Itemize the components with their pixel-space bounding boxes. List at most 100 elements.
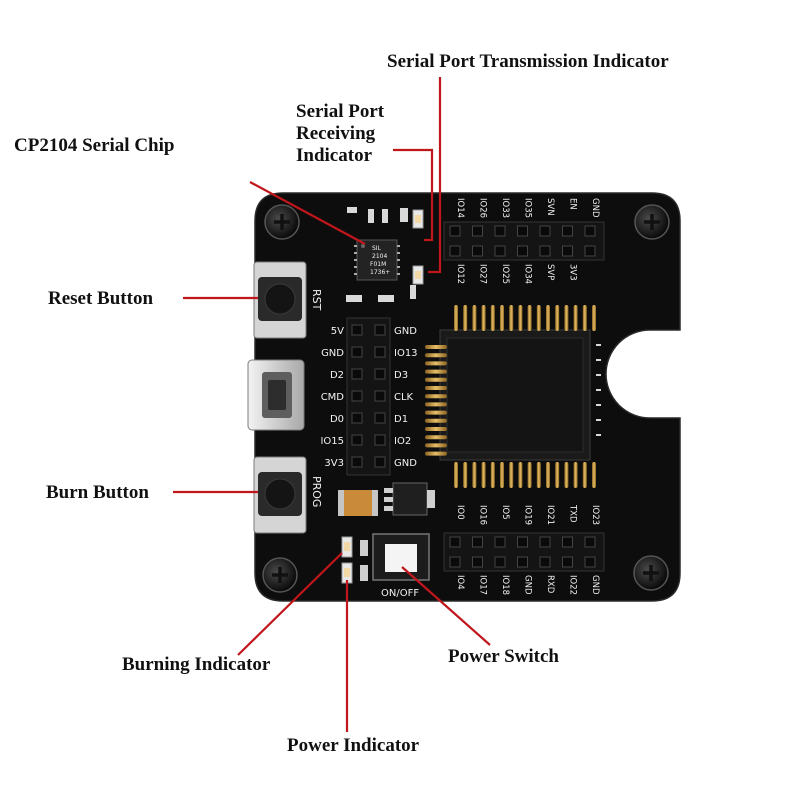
socket-pin: [490, 305, 495, 331]
callout-rx-line-3: Indicator: [296, 145, 372, 166]
prog-label: PROG: [310, 476, 323, 507]
pin-label-top-inner: 3V3: [568, 264, 578, 281]
pin-label-top-outer: IO26: [478, 198, 488, 218]
socket-pin: [425, 345, 447, 349]
pin-label-bottom-inner: IO19: [523, 505, 533, 525]
header-pin: [374, 346, 386, 358]
socket-pin: [472, 462, 477, 488]
header-pin: [494, 536, 506, 548]
header-pin: [539, 556, 551, 568]
header-pin: [562, 225, 573, 237]
chip-marking-1: SIL: [372, 245, 382, 252]
socket-pin: [454, 305, 458, 331]
header-pin: [449, 225, 461, 237]
socket-pin: [536, 305, 541, 331]
socket-pin: [527, 462, 532, 488]
callout-burning-indicator: Burning Indicator: [122, 654, 271, 675]
header-pin: [351, 434, 363, 446]
power-led: [341, 562, 353, 584]
header-pin: [494, 225, 506, 237]
header-pin: [374, 412, 386, 424]
socket-pin: [481, 305, 486, 331]
header-pin: [494, 556, 506, 568]
header-pin: [351, 368, 363, 380]
header-pin: [351, 324, 363, 336]
socket-pin: [536, 462, 541, 488]
socket-pin: [592, 462, 596, 488]
header-pin: [562, 245, 573, 257]
pin-label-top-inner: IO27: [478, 264, 488, 284]
pin-label-top-outer: GND: [590, 198, 600, 218]
pin-label-left: 5V: [331, 326, 344, 337]
socket-pins-bottom: [454, 462, 596, 488]
pin-label-top-outer: EN: [568, 198, 578, 210]
header-pin: [472, 536, 483, 548]
socket-pins-left: [425, 345, 447, 456]
header-pin: [351, 346, 363, 358]
chip-marking-2: 2104: [372, 253, 387, 260]
socket-pin: [509, 462, 514, 488]
callout-power-indicator: Power Indicator: [287, 735, 420, 756]
header-pin: [517, 556, 528, 568]
pin-label-bottom-inner: TXD: [568, 504, 578, 523]
socket-pin: [425, 427, 447, 431]
socket-pin: [425, 418, 447, 423]
pin-label-top-inner: IO34: [523, 264, 533, 284]
rx-led: [412, 209, 424, 229]
micro-usb-port: [247, 359, 305, 431]
pin-label-bottom-outer: RXD: [545, 575, 555, 594]
pin-label-bottom-outer: IO17: [478, 575, 488, 595]
top-header-labels: IO14IO12IO26IO27IO33IO25IO35IO34SVNSVPEN…: [455, 198, 600, 284]
pin-label-top-outer: IO35: [523, 198, 533, 218]
pin-label-bottom-inner: IO16: [478, 505, 488, 525]
header-pin: [351, 456, 363, 468]
pin-label-right: CLK: [394, 392, 414, 403]
smd-resistor: [360, 540, 368, 556]
cp2104-chip: [354, 239, 400, 281]
header-pin: [472, 245, 483, 257]
socket-pin: [500, 305, 504, 331]
header-pin: [449, 245, 461, 257]
socket-pin: [425, 353, 447, 358]
socket-pin: [425, 361, 447, 366]
edge-ticks: [596, 344, 601, 436]
header-pin: [494, 245, 506, 257]
header-pin: [374, 368, 386, 380]
socket-pin: [564, 305, 569, 331]
pin-label-right: GND: [394, 326, 417, 337]
socket-pin: [546, 462, 550, 488]
socket-pin: [500, 462, 504, 488]
socket-pin: [582, 462, 587, 488]
pin-label-top-outer: SVN: [545, 198, 555, 216]
pin-label-bottom-outer: IO18: [500, 575, 510, 595]
pin-label-bottom-outer: GND: [590, 575, 600, 595]
pin-label-bottom-inner: IO0: [455, 505, 465, 520]
smd-resistor-2: [360, 565, 368, 581]
socket-pin: [454, 462, 458, 488]
on-off-label: ON/OFF: [381, 588, 419, 599]
callout-rx-indicator: Serial Port Receiving Indicator: [296, 101, 384, 167]
socket-pin: [564, 462, 569, 488]
socket-pin: [425, 377, 447, 382]
socket-pin: [573, 462, 578, 488]
socket-pin: [509, 305, 514, 331]
pin-label-bottom-inner: IO23: [590, 505, 600, 525]
rst-label: RST: [310, 289, 323, 311]
socket-pin: [463, 462, 468, 488]
header-pin: [517, 225, 528, 237]
pin-label-left: D0: [330, 414, 344, 425]
header-pin: [472, 225, 483, 237]
header-pin: [517, 536, 528, 548]
callout-rx-line-2: Receiving: [296, 123, 376, 144]
socket-pin: [573, 305, 578, 331]
socket-pin: [518, 305, 523, 331]
pin-label-top-inner: IO12: [455, 264, 465, 284]
test-socket: [439, 329, 591, 461]
pin-label-left: 3V3: [324, 458, 344, 469]
socket-pin: [592, 305, 596, 331]
header-pin: [374, 434, 386, 446]
pin-label-right: D1: [394, 414, 408, 425]
tx-led: [412, 265, 424, 285]
socket-pin: [463, 305, 468, 331]
chip-marking-4: 1736+: [370, 269, 390, 276]
